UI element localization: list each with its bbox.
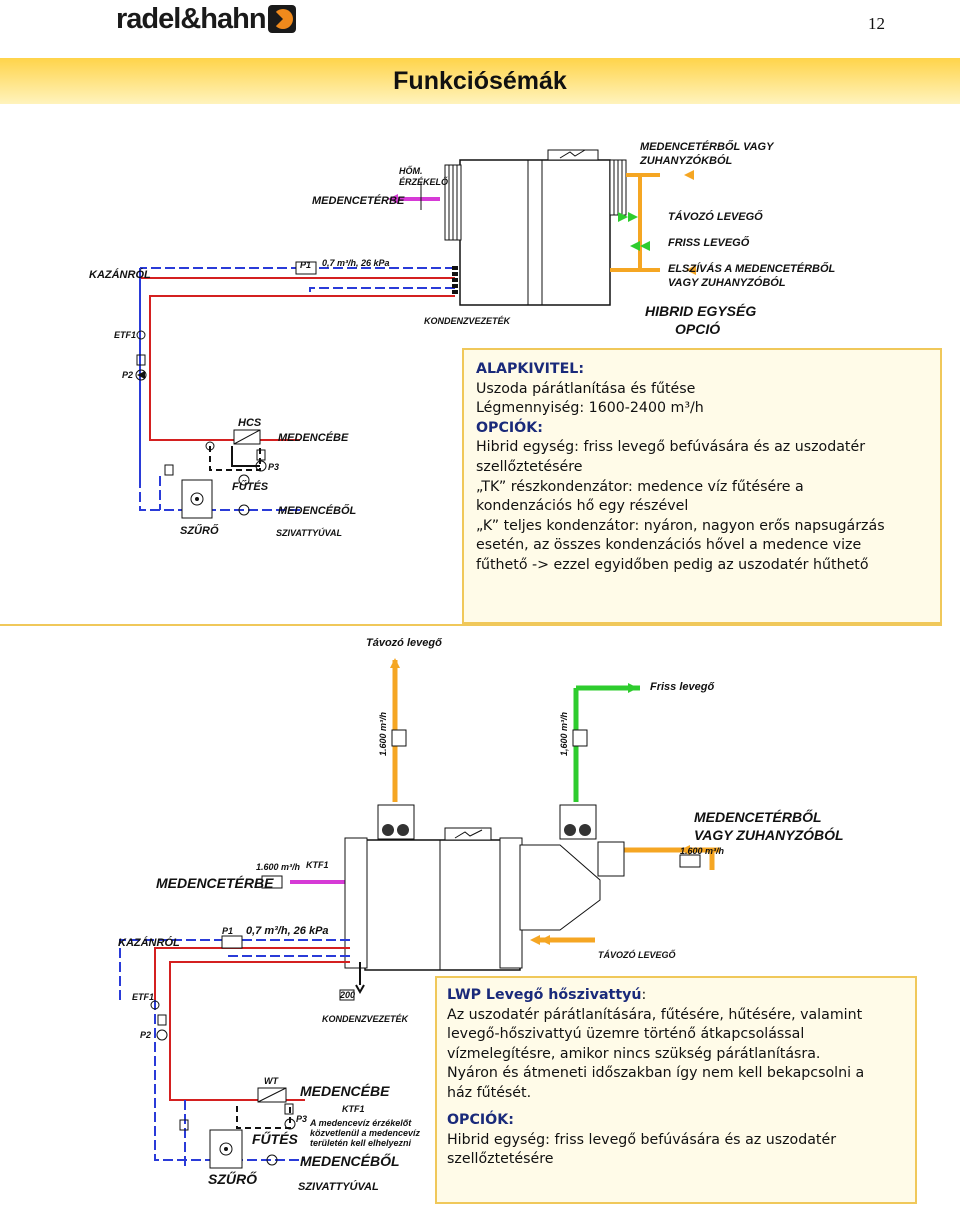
d1-label-etf1: ETF1: [114, 330, 136, 340]
d2-label-flow-1600c: 1.600 m³/h: [680, 846, 725, 856]
d2-label-futes: FŰTÉS: [252, 1130, 299, 1147]
section-divider: [0, 624, 942, 626]
d2-label-kondenz: KONDENZVEZETÉK: [322, 1014, 410, 1024]
logo-mark-icon: [267, 5, 296, 33]
box1-line: „TK” részkondenzátor: medence víz fűtésé…: [476, 478, 804, 495]
d2-label-etf1: ETF1: [132, 992, 154, 1002]
page-number: 12: [868, 14, 885, 33]
d1-label-szivattyuval: SZIVATTYÚVAL: [276, 527, 342, 538]
box1-line: Hibrid egység: friss levegő befúvására é…: [476, 439, 866, 456]
d1-label-p1: P1: [300, 260, 311, 270]
d2-label-200: 200: [339, 990, 355, 1000]
d2-label-p3: P3: [296, 1114, 307, 1124]
box1-line: Uszoda párátlanítása és fűtése: [476, 380, 696, 397]
box2-line: Nyáron és átmeneti időszakban így nem ke…: [447, 1065, 865, 1081]
d1-label-hcs: HCS: [238, 417, 262, 429]
d2-label-flow-1600b: 1,600 m³/h: [559, 711, 569, 756]
basic-version-box: ALAPKIVITEL: Uszoda párátlanítása és fűt…: [462, 348, 942, 624]
d1-label-medencebe: MEDENCÉBE: [278, 431, 349, 444]
box2-line: ház fűtését.: [447, 1084, 532, 1101]
d2-label-flow-1600a: 1.600 m³/h: [378, 711, 388, 756]
box2-line: vízmelegítésre, amikor nincs szükség pár…: [447, 1045, 821, 1062]
box2-heading-opciok: OPCIÓK:: [447, 1112, 514, 1128]
d2-label-friss: Friss levegő: [650, 681, 714, 693]
d1-label-kazanrol: KAZÁNRÓL: [89, 268, 151, 281]
box2-heading-suffix: :: [641, 987, 647, 1003]
box2-heading-lwp: LWP Levegő hőszivattyú: [447, 987, 642, 1003]
dehumidifier-unit: [459, 159, 611, 306]
d2-label-medenceterbe: MEDENCETÉRBE: [156, 875, 274, 891]
d1-label-medenceterbe: MEDENCETÉRBE: [312, 194, 405, 207]
d1-label-hom: HŐM.: [399, 165, 423, 176]
d2-label-ktf1: KTF1: [306, 860, 329, 870]
d2-label-kazanrol: KAZÁNRÓL: [118, 936, 180, 949]
d1-label-erzekelo: ÉRZÉKELŐ: [399, 176, 448, 187]
logo-text: radel&hahn: [116, 2, 267, 35]
box2-line: levegő-hőszivattyú üzemre történő átkapc…: [447, 1026, 805, 1042]
title-band: [0, 58, 960, 104]
box1-heading-opciok: OPCIÓK:: [476, 419, 543, 436]
box2-line: Az uszodatér párátlanítására, fűtésére, …: [447, 1006, 863, 1023]
d1-label-opcio: OPCIÓ: [675, 320, 720, 337]
d2-label-tavozo: Távozó levegő: [366, 637, 442, 649]
d2-label-szuro: SZŰRŐ: [208, 1170, 257, 1187]
d2-label-medenceterbol: MEDENCETÉRBŐL: [694, 808, 822, 825]
heat-pump-unit: [364, 839, 521, 971]
d1-label-p2: P2: [122, 370, 133, 380]
d1-label-kondenz: KONDENZVEZETÉK: [424, 316, 512, 326]
box2-line: szellőztetésére: [447, 1151, 554, 1167]
d2-label-medencebol: MEDENCÉBŐL: [300, 1152, 400, 1169]
lwp-heat-pump-box: LWP Levegő hőszivattyú: Az uszodatér pár…: [435, 976, 917, 1204]
d1-label-hibrid: HIBRID EGYSÉG: [645, 303, 756, 319]
box2-line: Hibrid egység: friss levegő befúvására é…: [447, 1131, 837, 1148]
d2-label-p1: P1: [222, 926, 233, 936]
d2-label-szivattyuval: SZIVATTYÚVAL: [298, 1180, 379, 1193]
d2-label-medencebe: MEDENCÉBE: [300, 1083, 390, 1099]
diagram-1: MEDENCETÉRBŐL VAGY ZUHANYZÓKBÓL TÁVOZÓ L…: [89, 140, 836, 538]
d1-label-friss: FRISS LEVEGŐ: [668, 236, 750, 249]
d2-label-vagy-zuhanyzobol: VAGY ZUHANYZÓBÓL: [694, 826, 844, 843]
d2-label-p2: P2: [140, 1030, 151, 1040]
d1-label-medenceterbol: MEDENCETÉRBŐL VAGY: [640, 140, 775, 153]
box1-line: szellőztetésére: [476, 458, 583, 475]
d1-label-tavozo: TÁVOZÓ LEVEGŐ: [668, 210, 763, 223]
d2-label-ktf1b: KTF1: [342, 1104, 365, 1114]
box1-line: esetén, az összes kondenzációs hővel a m…: [476, 537, 862, 554]
d2-label-note1: A medencevíz érzékelőt: [309, 1118, 412, 1128]
page-title: Funkciósémák: [393, 67, 567, 95]
box1-heading-alapkivitel: ALAPKIVITEL:: [476, 361, 585, 377]
d1-label-vagy-zuhanyzobol: VAGY ZUHANYZÓBÓL: [668, 276, 786, 289]
box1-line: „K” teljes kondenzátor: nyáron, nagyon e…: [476, 517, 885, 534]
d1-label-medencebol: MEDENCÉBŐL: [278, 504, 357, 517]
d1-label-elszivas: ELSZÍVÁS A MEDENCETÉRBŐL: [668, 262, 836, 275]
d2-label-wt: WT: [264, 1076, 279, 1086]
d2-label-note3: területén kell elhelyezni: [310, 1138, 412, 1148]
box1-line: kondenzációs hő egy részével: [476, 498, 689, 515]
d1-label-futes: FŰTÉS: [232, 480, 269, 493]
d2-label-tavozo-caps: TÁVOZÓ LEVEGŐ: [598, 949, 676, 960]
d1-label-flow: 0,7 m³/h, 26 kPa: [322, 258, 390, 268]
company-logo: radel&hahn: [116, 2, 296, 36]
box1-line: fűthető -> ezzel egyidőben pedig az uszo…: [476, 556, 869, 573]
d2-label-flow: 0,7 m³/h, 26 kPa: [246, 925, 329, 937]
box1-line: Légmennyiség: 1600-2400 m³/h: [476, 400, 704, 417]
d1-label-szuro: SZŰRŐ: [180, 524, 219, 537]
d1-label-p3: P3: [268, 462, 279, 472]
d2-label-note2: közvetlenül a medencevíz: [310, 1128, 421, 1138]
d1-label-zuhanyzokbol: ZUHANYZÓKBÓL: [639, 154, 733, 167]
d2-label-flow-1600d: 1.600 m³/h: [256, 862, 301, 872]
diagram-2: Távozó levegő Friss levegő 1.600 m³/h 1,…: [118, 637, 844, 1193]
